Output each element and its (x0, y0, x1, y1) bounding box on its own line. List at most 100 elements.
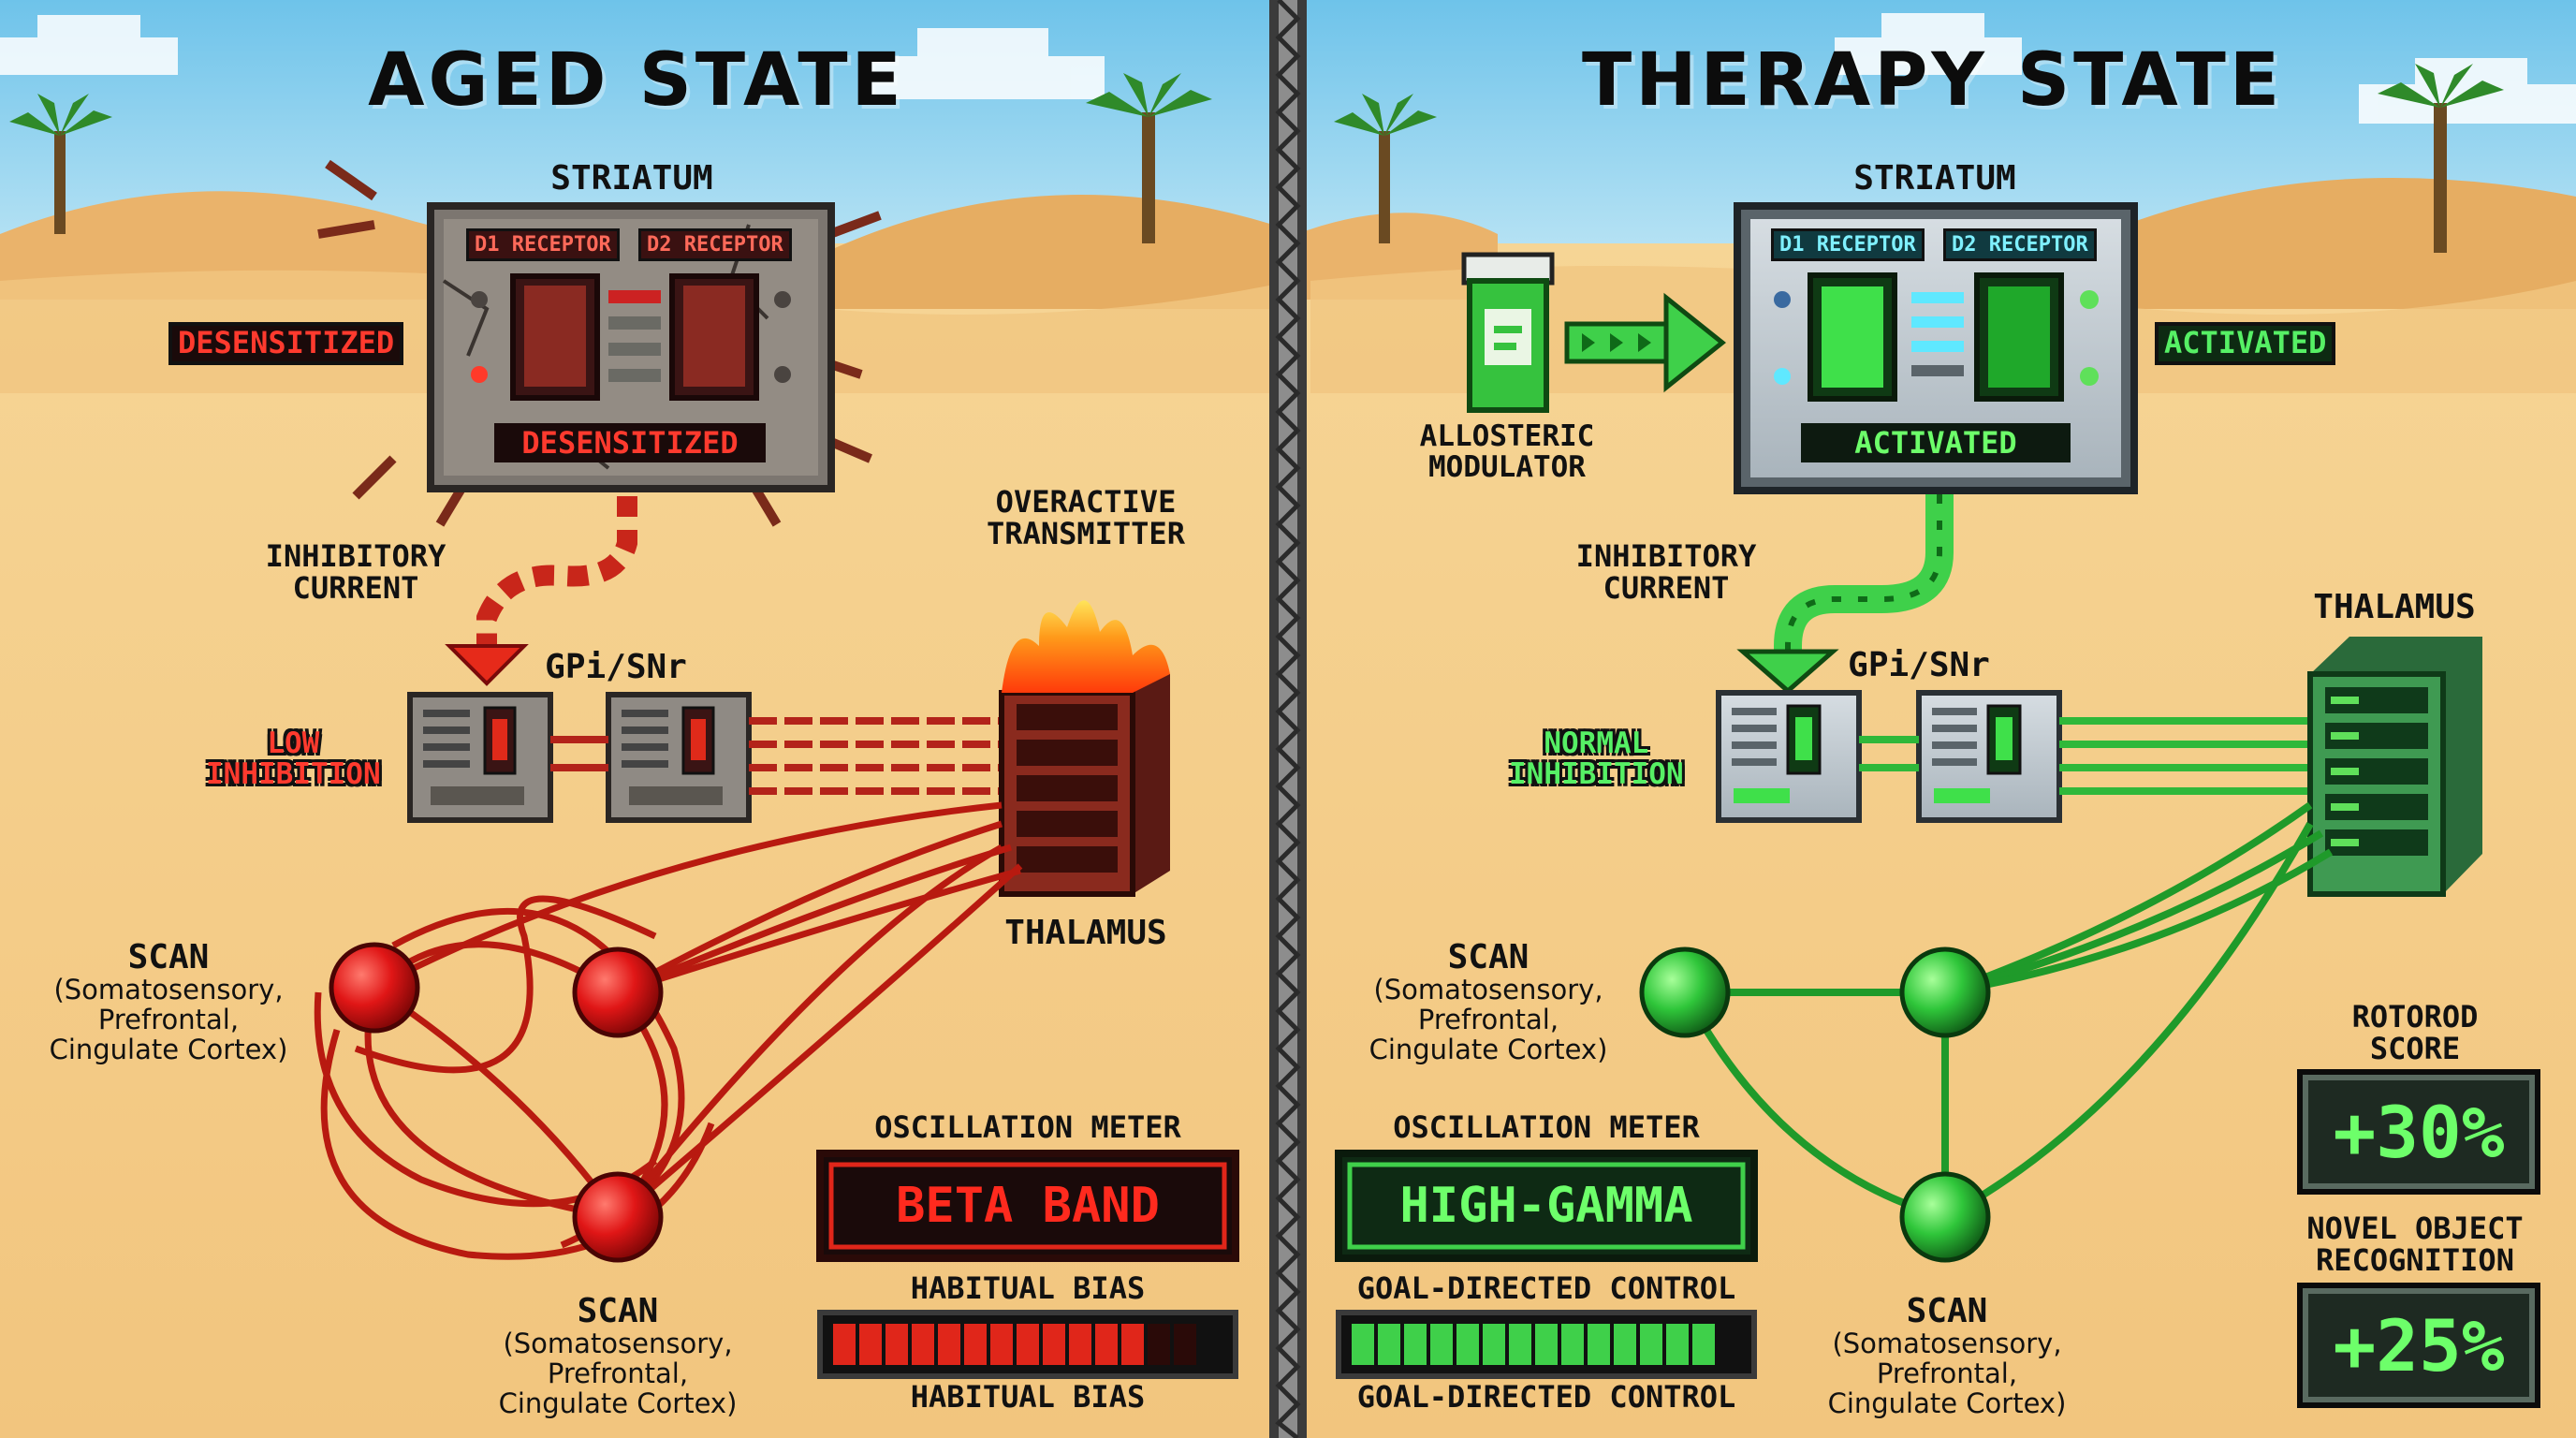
normal-inhibition-line1: NORMAL (1544, 726, 1649, 760)
d1-receptor-label: D1 RECEPTOR (1771, 228, 1925, 261)
oscillation-meter-screen (816, 1150, 1239, 1262)
nor-line2: RECOGNITION (2316, 1241, 2514, 1278)
scan-sub-line1: (Somatosensory, (1832, 1327, 2062, 1359)
overactive-transmitter-label: OVERACTIVE TRANSMITTER (964, 484, 1208, 550)
palm-tree-icon (1086, 73, 1212, 243)
palm-tree-icon (9, 94, 112, 234)
d1-receptor-label: D1 RECEPTOR (466, 228, 620, 261)
gpi-link-wires (550, 717, 1002, 795)
habitual-bias-label-top: HABITUAL BIAS (910, 1270, 1146, 1306)
bar-segment (1640, 1324, 1662, 1365)
habitual-bias-label-bottom: HABITUAL BIAS (910, 1379, 1146, 1415)
oscillation-meter-value: HIGH-GAMMA (1399, 1178, 1693, 1234)
scan-sub-line2: Prefrontal, (1876, 1357, 2018, 1389)
bar-segment (1666, 1324, 1689, 1365)
bar-segment (1509, 1324, 1531, 1365)
rotorod-score-value: +30% (2297, 1069, 2540, 1195)
scan-node (572, 946, 664, 1038)
novel-object-recognition-label: NOVEL OBJECT RECOGNITION (2265, 1211, 2565, 1278)
bar-segment (1692, 1324, 1715, 1365)
gpi-snr-box (606, 692, 752, 823)
scan-title: SCAN (1447, 938, 1530, 976)
goal-directed-control-bar (1336, 1310, 1757, 1379)
scan-sub-line1: (Somatosensory, (503, 1327, 733, 1359)
activated-screen-text: ACTIVATED (1854, 425, 2017, 461)
gpi-snr-box (1916, 690, 2062, 823)
oscillation-meter-value: BETA BAND (896, 1178, 1160, 1234)
palm-tree-icon (1334, 94, 1437, 243)
bar-segment (886, 1324, 908, 1365)
overactive-line1: OVERACTIVE (995, 484, 1177, 520)
low-inhibition-line2: INHIBITION (206, 756, 381, 791)
scan-title: SCAN (1906, 1292, 1988, 1330)
habitual-bias-bar (817, 1310, 1238, 1379)
scan-node (329, 942, 420, 1034)
bar-segment (1148, 1324, 1170, 1365)
modulator-line1: ALLOSTERIC (1419, 419, 1595, 453)
pill-bottle-icon (1461, 252, 1555, 413)
scan-label: SCAN (Somatosensory, Prefrontal, Cingula… (487, 1294, 749, 1418)
inhibitory-current-line1: INHIBITORY (1575, 538, 1757, 574)
scan-node (572, 1171, 664, 1263)
novel-object-recognition-value: +25% (2297, 1283, 2540, 1408)
allosteric-modulator-label: ALLOSTERIC MODULATOR (1395, 421, 1619, 482)
thalamus-server-overheated (999, 600, 1170, 897)
scan-sub-line3: Cingulate Cortex) (1368, 1033, 1608, 1065)
oscillation-meter-label: OSCILLATION METER (1393, 1109, 1700, 1145)
bar-segment (1121, 1324, 1144, 1365)
scan-node (1639, 946, 1731, 1038)
oscillation-meter-screen (1335, 1150, 1758, 1262)
scan-sub-line3: Cingulate Cortex) (1827, 1387, 2067, 1419)
bar-segment (1535, 1324, 1558, 1365)
bar-segment (1017, 1324, 1039, 1365)
bar-segment (964, 1324, 987, 1365)
aged-state-title: AGED STATE (368, 38, 905, 123)
desensitized-screen-text: DESENSITIZED (521, 425, 739, 461)
nor-line1: NOVEL OBJECT (2306, 1211, 2524, 1246)
activated-side-tag: ACTIVATED (2155, 322, 2336, 365)
scan-sub-line3: Cingulate Cortex) (49, 1033, 288, 1065)
low-inhibition-tag: LOW INHIBITION (200, 726, 387, 791)
therapy-state-title: THERAPY STATE (1582, 38, 2284, 123)
bar-segment (990, 1324, 1013, 1365)
inhibitory-current-label: INHIBITORY CURRENT (1554, 538, 1778, 606)
inhibitory-current-line2: CURRENT (1603, 569, 1730, 606)
bar-segment (1483, 1324, 1505, 1365)
bar-segment (1378, 1324, 1400, 1365)
gpi-snr-box (1716, 690, 1862, 823)
panel-divider (1269, 0, 1307, 1438)
modulator-line2: MODULATOR (1428, 449, 1586, 484)
scan-sub-line3: Cingulate Cortex) (498, 1387, 738, 1419)
bar-segment (1614, 1324, 1636, 1365)
thalamus-server-normal (2307, 637, 2482, 897)
rotorod-score-label: ROTOROD SCORE (2284, 999, 2546, 1064)
gpi-snr-box (407, 692, 553, 823)
bar-segment (1174, 1324, 1196, 1365)
rotorod-line1: ROTOROD (2351, 999, 2479, 1034)
bar-segment (1352, 1324, 1374, 1365)
inhibitory-current-line1: INHIBITORY (265, 538, 446, 574)
desensitized-side-tag: DESENSITIZED (168, 322, 404, 365)
bar-segment (1069, 1324, 1091, 1365)
scan-node (1899, 946, 1991, 1038)
bar-segment (859, 1324, 882, 1365)
bar-segment (1095, 1324, 1118, 1365)
gpi-link-wires (1859, 717, 2312, 795)
scan-title: SCAN (577, 1292, 659, 1330)
thalamus-label: THALAMUS (1004, 914, 1167, 952)
scan-sub-line2: Prefrontal, (547, 1357, 689, 1389)
scan-sub-line1: (Somatosensory, (53, 973, 284, 1005)
bar-segment (1404, 1324, 1427, 1365)
inhibitory-current-arrow (1736, 494, 1954, 695)
scan-label: SCAN (Somatosensory, Prefrontal, Cingula… (37, 940, 300, 1064)
palm-tree-icon (2378, 64, 2504, 253)
scan-sub-line2: Prefrontal, (1417, 1003, 1559, 1035)
modulator-arrow (1564, 292, 1727, 393)
scan-label: SCAN (Somatosensory, Prefrontal, Cingula… (1816, 1294, 2078, 1418)
scan-sub-line1: (Somatosensory, (1373, 973, 1603, 1005)
gpi-snr-label: GPi/SNr (545, 648, 687, 686)
normal-inhibition-tag: NORMAL INHIBITION (1509, 728, 1684, 789)
cloud-decoration (0, 13, 2576, 124)
